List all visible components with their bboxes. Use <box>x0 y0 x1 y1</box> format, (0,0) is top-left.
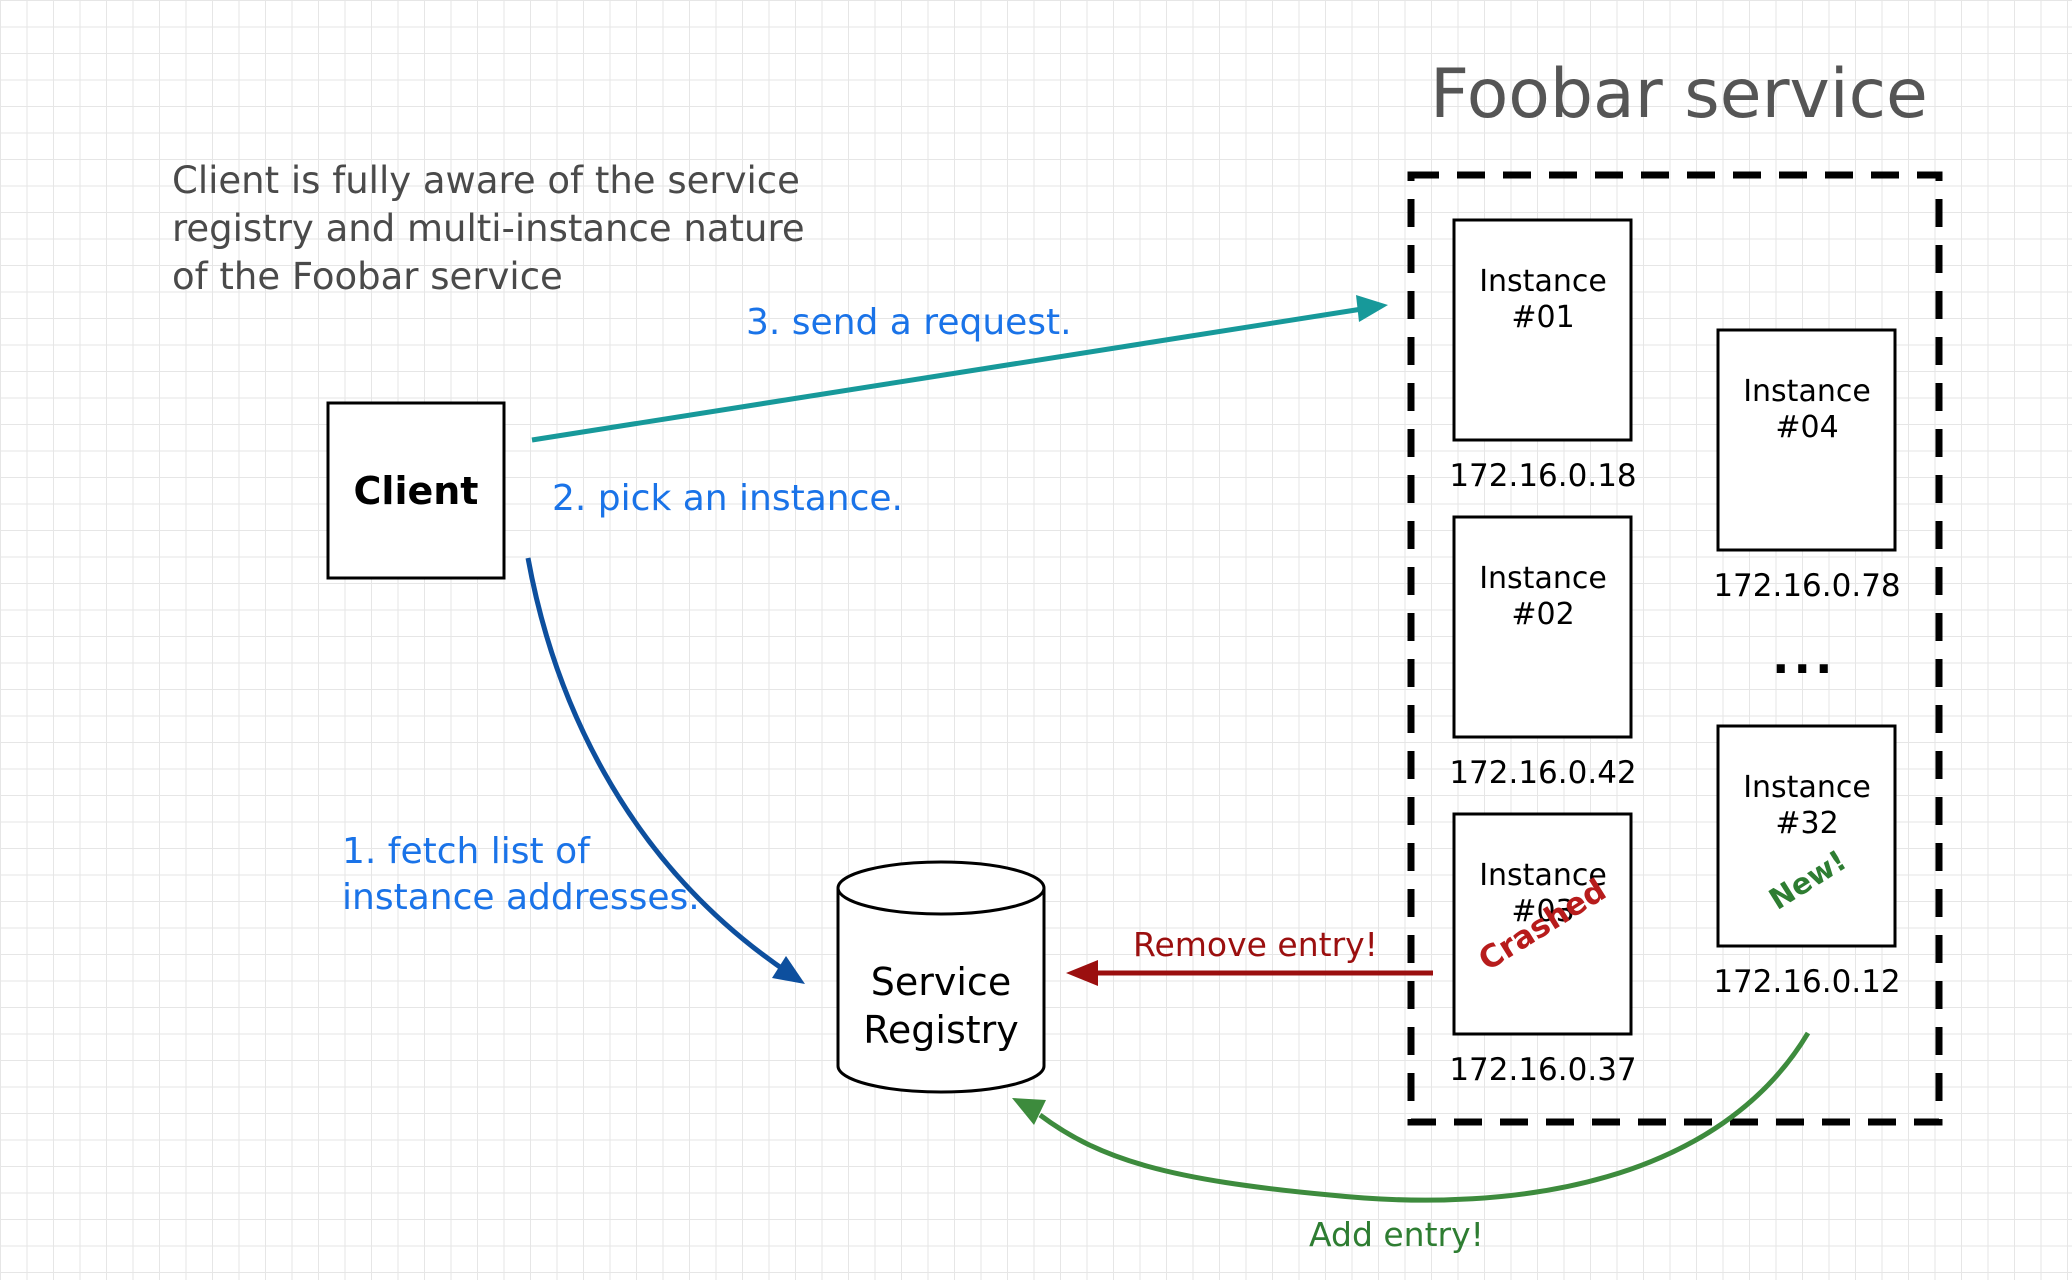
instance-label-04: Instance #04 <box>1743 374 1871 445</box>
step-send-label: 3. send a request. <box>746 302 1072 343</box>
instance-box-01 <box>1452 218 1633 442</box>
instance-label-01: Instance #01 <box>1479 264 1607 335</box>
send-request-arrow <box>531 295 1388 443</box>
instance-ip-32: 172.16.0.12 <box>1713 964 1901 1000</box>
remove-entry-arrow <box>1066 960 1433 986</box>
instance-ip-02: 172.16.0.42 <box>1449 755 1637 791</box>
instance-box-04 <box>1716 328 1897 552</box>
client-box <box>326 401 506 580</box>
step-fetch-label: 1. fetch list of instance addresses. <box>342 831 700 918</box>
service-registry-cylinder <box>836 860 1046 1094</box>
instance-box-32 <box>1716 724 1897 948</box>
instance-label-02: Instance #02 <box>1479 561 1607 632</box>
instance-ip-01: 172.16.0.18 <box>1449 458 1637 494</box>
instance-ip-03: 172.16.0.37 <box>1449 1052 1637 1088</box>
service-registry-label: Service Registry <box>863 960 1019 1052</box>
more-instances-ellipsis: ... <box>1772 630 1837 684</box>
client-label: Client <box>353 468 479 513</box>
instance-box-03 <box>1452 812 1633 1036</box>
instance-box-02 <box>1452 515 1633 739</box>
step-pick-label: 2. pick an instance. <box>552 478 903 519</box>
fetch-list-arrow <box>525 557 805 984</box>
instance-label-32: Instance #32 <box>1743 770 1871 841</box>
description-text: Client is fully aware of the service reg… <box>172 159 805 298</box>
instance-ip-04: 172.16.0.78 <box>1713 568 1901 604</box>
add-entry-arrow <box>1012 1031 1811 1203</box>
page-title: Foobar service <box>1430 55 1928 134</box>
add-entry-label: Add entry! <box>1309 1215 1484 1254</box>
instance-label-03: Instance #03 <box>1479 858 1607 929</box>
remove-entry-label: Remove entry! <box>1133 925 1378 964</box>
